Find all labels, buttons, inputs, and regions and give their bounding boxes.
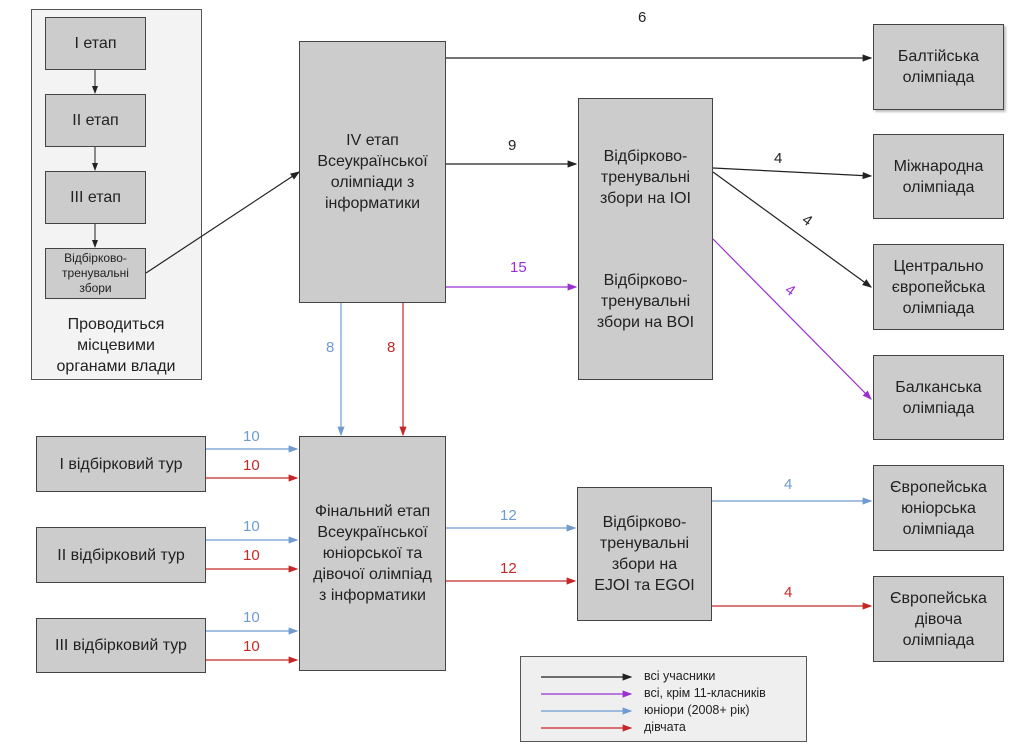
node-tour-1: I відбірковий тур [36, 436, 206, 492]
node-camps-ioi-boi: Відбірково- тренувальні збори на IOI Від… [578, 98, 713, 380]
legend-label: юніори (2008+ рік) [644, 703, 750, 717]
node-label: Європейська дівоча олімпіада [890, 589, 987, 649]
node-label: I відбірковий тур [59, 455, 183, 473]
legend-item-all: всі учасники [521, 669, 806, 685]
node-final-junior-girls: Фінальний етап Всеукраїнської юніорської… [299, 436, 446, 671]
edge-label-stage4-girls: 8 [387, 339, 396, 356]
edge-label-baltic: 6 [638, 9, 647, 26]
legend-label: всі учасники [644, 669, 716, 683]
node-baltic-olympiad: Балтійська олімпіада [873, 24, 1004, 110]
node-label: Європейська юніорська олімпіада [890, 478, 987, 538]
node-label: I етап [74, 35, 117, 52]
legend-item-no-11: всі, крім 11-класників [521, 686, 806, 702]
node-label: Центрально європейська олімпіада [891, 257, 986, 317]
node-ejoi: Європейська юніорська олімпіада [873, 465, 1004, 551]
node-label: Відбірково- тренувальні збори на EJOI та… [594, 514, 695, 594]
edge-label-ejoi: 4 [784, 476, 793, 493]
node-label: III етап [70, 189, 121, 206]
legend-swatch-girls [541, 724, 633, 732]
node-label: III відбірковий тур [55, 637, 187, 654]
edge-label-tour2-juniors: 10 [243, 518, 260, 535]
edge-label-egoi: 4 [784, 584, 793, 601]
local-panel-caption: Проводиться місцевими органами влади [56, 316, 176, 375]
node-ceoi: Центрально європейська олімпіада [873, 244, 1004, 330]
edge-label-final-girls: 12 [500, 560, 517, 577]
node-stage-1: I етап [45, 17, 146, 70]
edge-label-stage4-juniors: 8 [326, 339, 335, 356]
edge-label-tour3-girls: 10 [243, 638, 260, 655]
node-label: Балканська олімпіада [895, 378, 982, 417]
edge-label-tour1-juniors: 10 [243, 428, 260, 445]
edge-label-camp-ioi: 9 [508, 137, 517, 154]
node-balkan-olympiad: Балканська олімпіада [873, 355, 1004, 440]
node-stage-3: III етап [45, 171, 146, 224]
legend-swatch-no-11 [541, 690, 633, 698]
node-camp-boi: Відбірково- тренувальні збори на BOI [596, 271, 695, 331]
legend-swatch-juniors [541, 707, 633, 715]
legend-item-juniors: юніори (2008+ рік) [521, 703, 806, 719]
node-label: Фінальний етап Всеукраїнської юніорської… [313, 503, 432, 604]
edge-camp_ioi-ioi-all [712, 167, 873, 180]
edge-camp_ioi-ceoi-all [712, 171, 872, 288]
legend-label: дівчата [644, 720, 686, 734]
node-stage-4: IV етап Всеукраїнської олімпіади з інфор… [299, 41, 446, 303]
edge-label-tour1-girls: 10 [243, 457, 260, 474]
node-tour-2: II відбірковий тур [36, 527, 206, 583]
node-label: Балтійська олімпіада [897, 48, 980, 86]
node-label: Міжнародна олімпіада [893, 157, 984, 196]
node-label: II відбірковий тур [57, 546, 185, 564]
node-camp-ejoi-egoi: Відбірково- тренувальні збори на EJOI та… [577, 487, 712, 621]
edge-label-ceoi: 4 [798, 211, 816, 230]
legend-label: всі, крім 11-класників [644, 686, 766, 700]
node-tour-3: III відбірковий тур [36, 618, 206, 673]
node-local-camp: Відбірково- тренувальні збори [45, 248, 146, 299]
legend-item-girls: дівчата [521, 720, 806, 736]
node-international-olympiad: Міжнародна олімпіада [873, 134, 1004, 219]
edge-label-tour2-girls: 10 [243, 547, 260, 564]
node-label: II етап [72, 112, 119, 129]
edge-label-balkan: 4 [781, 281, 799, 300]
edge-camp_boi-balkan-no_11 [712, 238, 872, 400]
node-label: IV етап Всеукраїнської олімпіади з інфор… [317, 132, 428, 212]
edge-label-tour3-juniors: 10 [243, 609, 260, 626]
node-egoi: Європейська дівоча олімпіада [873, 576, 1004, 662]
node-stage-2: II етап [45, 94, 146, 147]
legend: всі учасники всі, крім 11-класників юніо… [520, 656, 807, 742]
edge-label-camp-boi: 15 [510, 259, 527, 276]
node-camp-ioi: Відбірково- тренувальні збори на IOI [599, 147, 691, 207]
edge-label-ioi: 4 [774, 150, 783, 167]
legend-swatch-all [541, 673, 633, 681]
edge-label-final-juniors: 12 [500, 507, 517, 524]
node-label: Відбірково- тренувальні збори [62, 251, 129, 295]
